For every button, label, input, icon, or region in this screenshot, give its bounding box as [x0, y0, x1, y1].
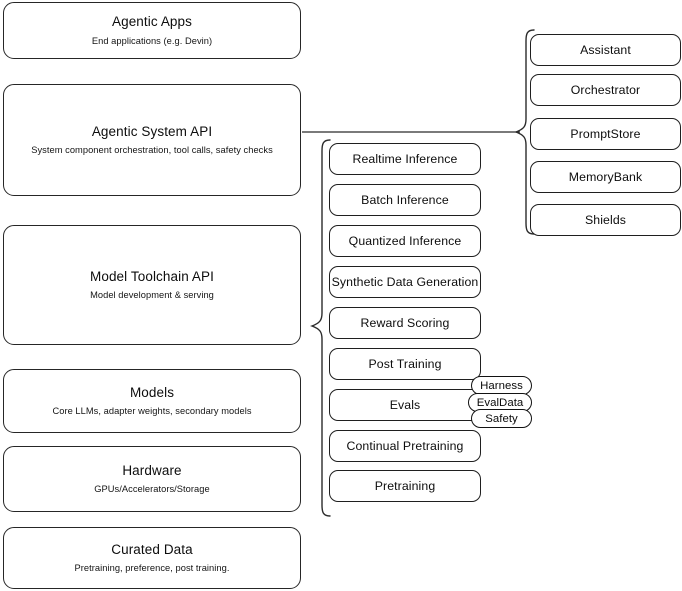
capability-continual-pretraining[interactable]: Continual Pretraining — [329, 430, 481, 462]
system-component-orchestrator[interactable]: Orchestrator — [530, 74, 681, 106]
system-component-label: MemoryBank — [568, 170, 643, 184]
evals-subcomponent-evaldata[interactable]: EvalData — [468, 393, 532, 412]
layer-agentic-apps[interactable]: Agentic Apps End applications (e.g. Devi… — [3, 2, 301, 59]
capability-label: Evals — [389, 398, 421, 412]
evals-subcomponent-label: EvalData — [476, 396, 524, 409]
capability-label: Pretraining — [374, 479, 436, 493]
capability-batch-inference[interactable]: Batch Inference — [329, 184, 481, 216]
system-component-label: PromptStore — [570, 127, 641, 141]
layer-curated-data[interactable]: Curated Data Pretraining, preference, po… — [3, 527, 301, 589]
capability-realtime-inference[interactable]: Realtime Inference — [329, 143, 481, 175]
evals-subcomponent-safety[interactable]: Safety — [471, 409, 532, 428]
capability-label: Reward Scoring — [360, 316, 450, 330]
evals-subcomponent-label: Safety — [485, 412, 518, 425]
layer-agentic-system-api[interactable]: Agentic System API System component orch… — [3, 84, 301, 196]
capability-label: Batch Inference — [361, 193, 449, 207]
layer-title: Models — [129, 384, 175, 400]
capability-label: Realtime Inference — [352, 152, 458, 166]
layer-model-toolchain-api[interactable]: Model Toolchain API Model development & … — [3, 225, 301, 345]
system-component-label: Orchestrator — [570, 83, 641, 97]
capability-reward-scoring[interactable]: Reward Scoring — [329, 307, 481, 339]
layer-title: Agentic System API — [91, 123, 213, 139]
layer-subtitle: Pretraining, preference, post training. — [74, 563, 230, 574]
capability-label: Continual Pretraining — [346, 439, 464, 453]
capability-label: Post Training — [368, 357, 442, 371]
capability-label: Quantized Inference — [348, 234, 462, 248]
layer-hardware[interactable]: Hardware GPUs/Accelerators/Storage — [3, 446, 301, 512]
layer-subtitle: End applications (e.g. Devin) — [91, 35, 213, 46]
capability-evals[interactable]: Evals — [329, 389, 481, 421]
capability-label: Synthetic Data Generation — [331, 275, 479, 289]
capability-pretraining[interactable]: Pretraining — [329, 470, 481, 502]
layer-subtitle: Core LLMs, adapter weights, secondary mo… — [52, 406, 252, 417]
system-component-shields[interactable]: Shields — [530, 204, 681, 236]
capability-quantized-inference[interactable]: Quantized Inference — [329, 225, 481, 257]
system-component-assistant[interactable]: Assistant — [530, 34, 681, 66]
capability-post-training[interactable]: Post Training — [329, 348, 481, 380]
layer-subtitle: System component orchestration, tool cal… — [31, 145, 273, 156]
connector-system-api-to-components — [302, 126, 522, 138]
layer-title: Model Toolchain API — [90, 268, 214, 284]
system-component-label: Assistant — [580, 43, 631, 57]
layer-subtitle: GPUs/Accelerators/Storage — [94, 484, 210, 495]
system-component-memorybank[interactable]: MemoryBank — [530, 161, 681, 193]
capability-synthetic-data-generation[interactable]: Synthetic Data Generation — [329, 266, 481, 298]
evals-subcomponent-label: Harness — [480, 379, 523, 392]
layer-models[interactable]: Models Core LLMs, adapter weights, secon… — [3, 369, 301, 433]
layer-title: Curated Data — [111, 541, 193, 557]
system-component-label: Shields — [584, 213, 627, 227]
layer-title: Agentic Apps — [111, 14, 192, 30]
system-component-promptstore[interactable]: PromptStore — [530, 118, 681, 150]
layer-subtitle: Model development & serving — [90, 290, 214, 301]
layer-title: Hardware — [122, 462, 182, 478]
